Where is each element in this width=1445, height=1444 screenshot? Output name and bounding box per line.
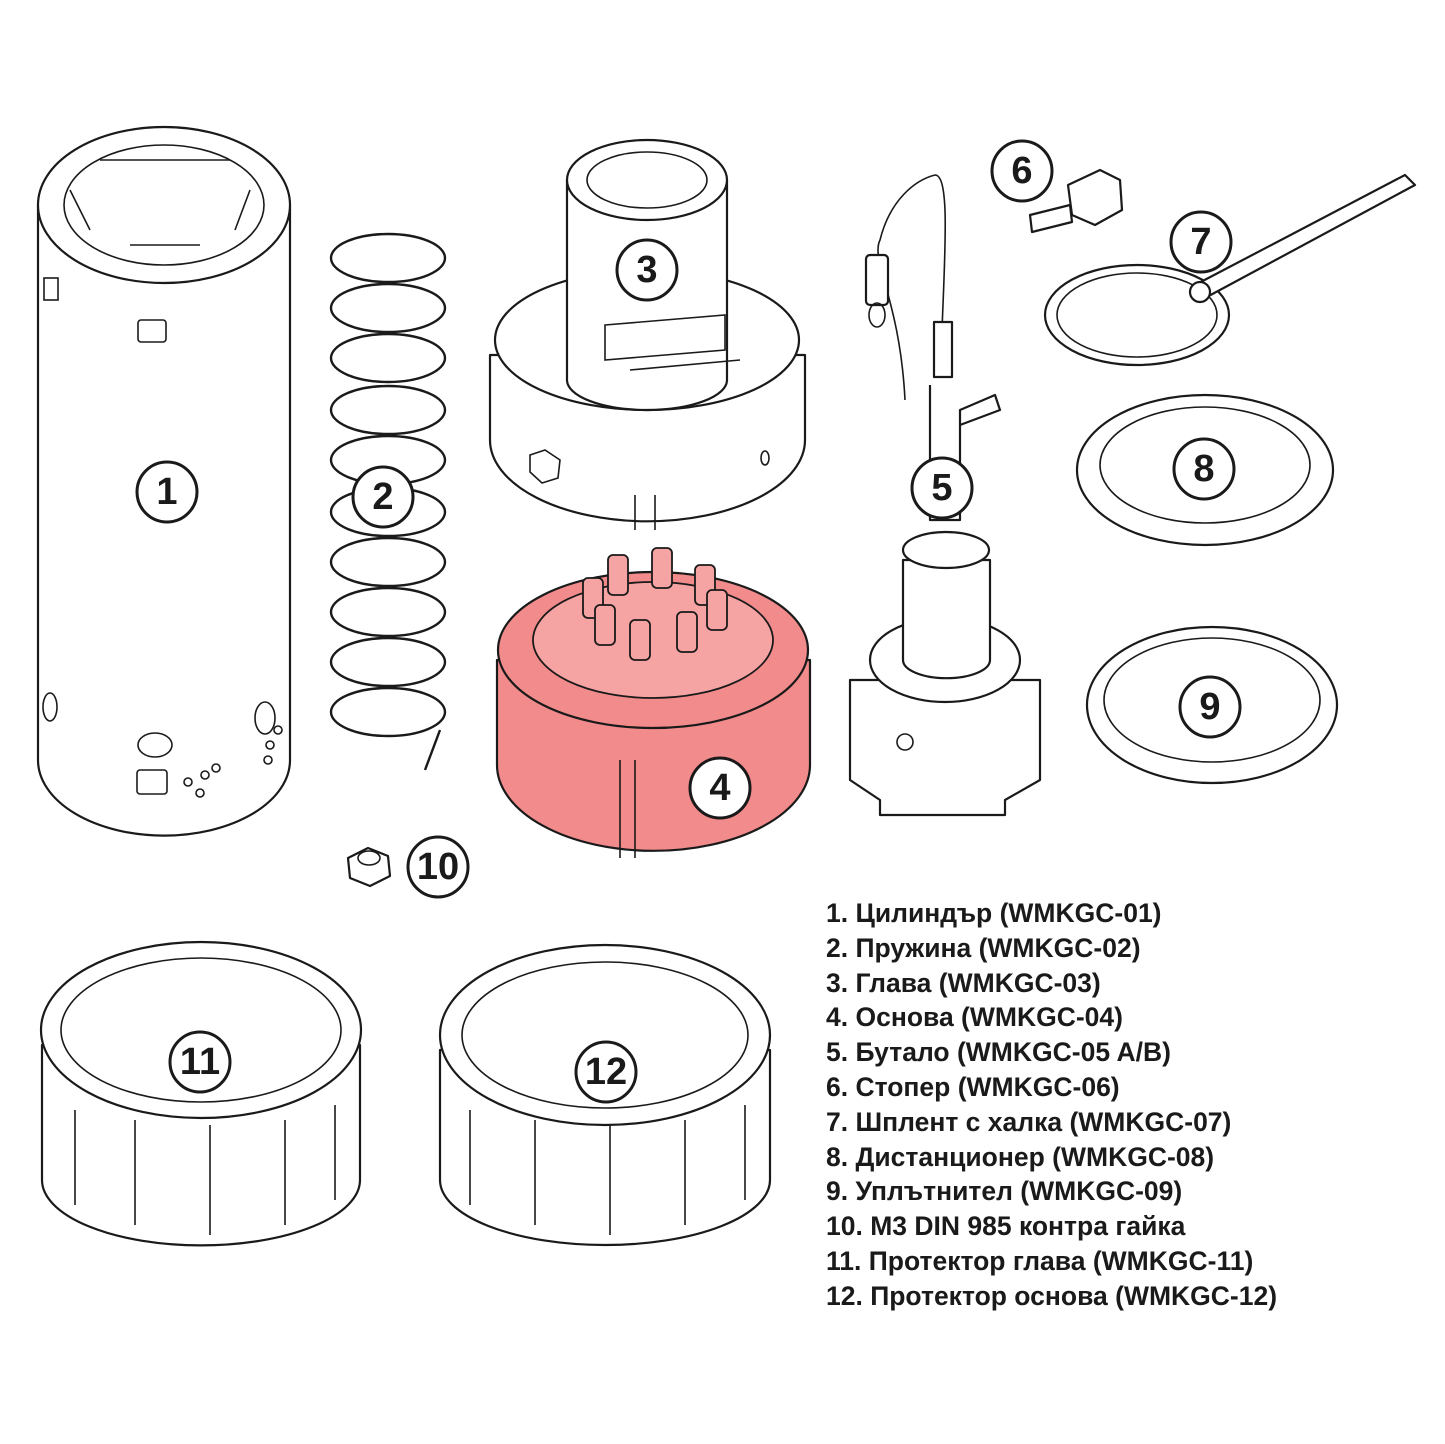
svg-text:6: 6 [1011, 150, 1032, 192]
callout-9: 9 [1178, 675, 1242, 739]
part-base-protector [438, 943, 772, 1247]
legend-item: 10. M3 DIN 985 контра гайка [826, 1211, 1186, 1242]
part-stopper [1028, 168, 1124, 234]
legend-item: 7. Шплент с халка (WMKGC-07) [826, 1106, 1232, 1137]
callout-1: 1 [135, 460, 199, 524]
callout-6: 6 [990, 139, 1054, 203]
callout-10: 10 [406, 835, 470, 899]
part-pin-with-ring [1043, 173, 1417, 367]
callout-12: 12 [574, 1040, 638, 1104]
svg-text:4: 4 [709, 767, 730, 809]
callout-11: 11 [168, 1030, 232, 1094]
callout-4: 4 [688, 756, 752, 820]
part-head [488, 138, 807, 530]
svg-text:7: 7 [1190, 221, 1211, 263]
legend-item: 5. Бутало (WMKGC-05 A/B) [826, 1037, 1171, 1068]
svg-text:10: 10 [417, 846, 459, 888]
callout-7: 7 [1169, 210, 1233, 274]
svg-text:1: 1 [156, 471, 177, 513]
svg-text:11: 11 [180, 1041, 220, 1083]
part-lock-nut [346, 846, 392, 888]
part-piston [848, 174, 1042, 817]
legend-item: 3. Глава (WMKGC-03) [826, 967, 1101, 998]
svg-text:8: 8 [1193, 448, 1214, 490]
svg-text:2: 2 [372, 476, 393, 518]
callout-5: 5 [910, 456, 974, 520]
callout-3: 3 [615, 238, 679, 302]
svg-text:5: 5 [931, 467, 952, 509]
legend-item: 2. Пружина (WMKGC-02) [826, 932, 1141, 963]
callout-8: 8 [1172, 437, 1236, 501]
svg-text:3: 3 [636, 249, 657, 291]
part-spring [329, 232, 447, 771]
part-base-highlighted [495, 547, 812, 858]
legend-item: 4. Основа (WMKGC-04) [826, 1002, 1123, 1033]
part-head-protector [39, 940, 363, 1247]
legend-item: 1. Цилиндър (WMKGC-01) [826, 898, 1162, 928]
legend-item: 6. Стопер (WMKGC-06) [826, 1071, 1120, 1102]
parts-legend: 1. Цилиндър (WMKGC-01) 2. Пружина (WMKGC… [826, 896, 1277, 1314]
legend-item: 11. Протектор глава (WMKGC-11) [826, 1245, 1254, 1276]
legend-item: 12. Протектор основа (WMKGC-12) [826, 1280, 1278, 1311]
callout-2: 2 [351, 465, 415, 529]
svg-text:12: 12 [585, 1051, 627, 1093]
svg-text:9: 9 [1199, 686, 1220, 728]
legend-item: 8. Дистанционер (WMKGC-08) [826, 1141, 1215, 1172]
legend-item: 9. Уплътнител (WMKGC-09) [826, 1176, 1183, 1207]
